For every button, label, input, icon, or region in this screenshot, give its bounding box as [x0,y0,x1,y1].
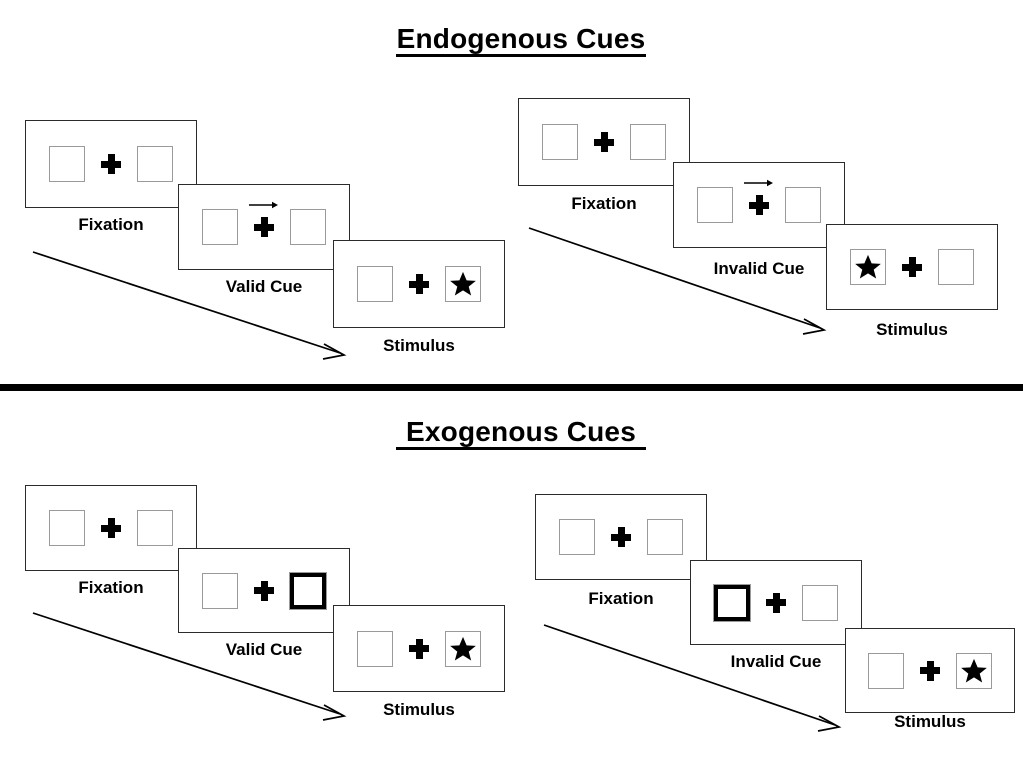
frame-label-exogenous-valid-fixation: Fixation [78,578,144,597]
star-icon [450,271,476,296]
right-box-cued [289,571,327,610]
frame-label-endogenous-valid-stimulus: Stimulus [383,336,455,355]
left-box [542,124,578,160]
frame-exogenous-valid-stimulus [333,605,505,692]
right-box [290,209,326,245]
left-box [697,187,733,223]
frame-content [697,179,821,223]
frame-content [713,583,838,622]
fixation-cross-icon [611,527,631,547]
left-box [559,519,595,555]
fixation-cross-icon [594,132,614,152]
frame-label-exogenous-valid-cue: Valid Cue [225,640,303,659]
frame-exogenous-valid-cue [178,548,350,633]
right-box [137,146,173,182]
frame-content [357,266,481,302]
right-box [785,187,821,223]
section-divider [0,384,1023,391]
fixation-cross-icon [101,518,121,538]
fixation-cross-icon [920,660,940,681]
frame-label-exogenous-invalid-fixation: Fixation [588,589,654,608]
frame-exogenous-invalid-stimulus [845,628,1015,713]
left-box [49,510,85,546]
frame-endogenous-invalid-cue [673,162,845,248]
left-box-cued [713,583,751,622]
arrow-right-cue-icon [744,179,773,187]
section-title-endogenous: Endogenous Cues [396,24,646,58]
star-icon [855,254,881,279]
frame-label-exogenous-invalid-cue: Invalid Cue [730,652,822,671]
frame-label-endogenous-invalid-fixation: Fixation [571,194,637,213]
fixation-cross-icon [409,638,429,659]
star-icon [450,636,476,661]
fixation-cross-icon [766,592,786,613]
frame-content [202,571,327,610]
frame-content [868,652,992,689]
frame-content [49,510,173,546]
left-box [49,146,85,182]
frame-label-exogenous-invalid-stimulus: Stimulus [894,712,966,731]
frame-endogenous-valid-fixation [25,120,197,208]
frame-endogenous-invalid-fixation [518,98,690,186]
left-box [202,209,238,245]
fixation-cross-icon [409,274,429,294]
frame-content [49,146,173,182]
right-box [630,124,666,160]
section-title-exogenous: Exogenous Cues [396,417,646,451]
star-icon [961,658,987,683]
right-box [445,266,481,302]
right-box [938,249,974,285]
frame-content [850,249,974,285]
frame-exogenous-invalid-fixation [535,494,707,580]
frame-content [542,124,666,160]
frame-label-endogenous-invalid-cue: Invalid Cue [713,259,805,278]
right-box [802,584,838,621]
left-box [357,630,393,667]
fixation-cross-icon [254,580,274,601]
fixation-cross-icon [744,179,773,215]
arrow-right-cue-icon [249,201,278,209]
fixation-cross-icon [249,201,278,237]
frame-label-endogenous-valid-fixation: Fixation [78,215,144,234]
left-box [202,572,238,609]
frame-label-endogenous-valid-cue: Valid Cue [225,277,303,296]
frame-content [559,519,683,555]
left-box [868,652,904,689]
right-box [137,510,173,546]
frame-endogenous-valid-cue [178,184,350,270]
right-box [647,519,683,555]
fixation-cross-icon [101,154,121,174]
right-box [956,652,992,689]
right-box [445,630,481,667]
frame-label-endogenous-invalid-stimulus: Stimulus [876,320,948,339]
left-box [357,266,393,302]
frame-exogenous-invalid-cue [690,560,862,645]
fixation-cross-icon [902,257,922,277]
frame-exogenous-valid-fixation [25,485,197,571]
frame-content [357,630,481,667]
frame-label-exogenous-valid-stimulus: Stimulus [383,700,455,719]
frame-endogenous-invalid-stimulus [826,224,998,310]
frame-content [202,201,326,245]
frame-endogenous-valid-stimulus [333,240,505,328]
left-box [850,249,886,285]
